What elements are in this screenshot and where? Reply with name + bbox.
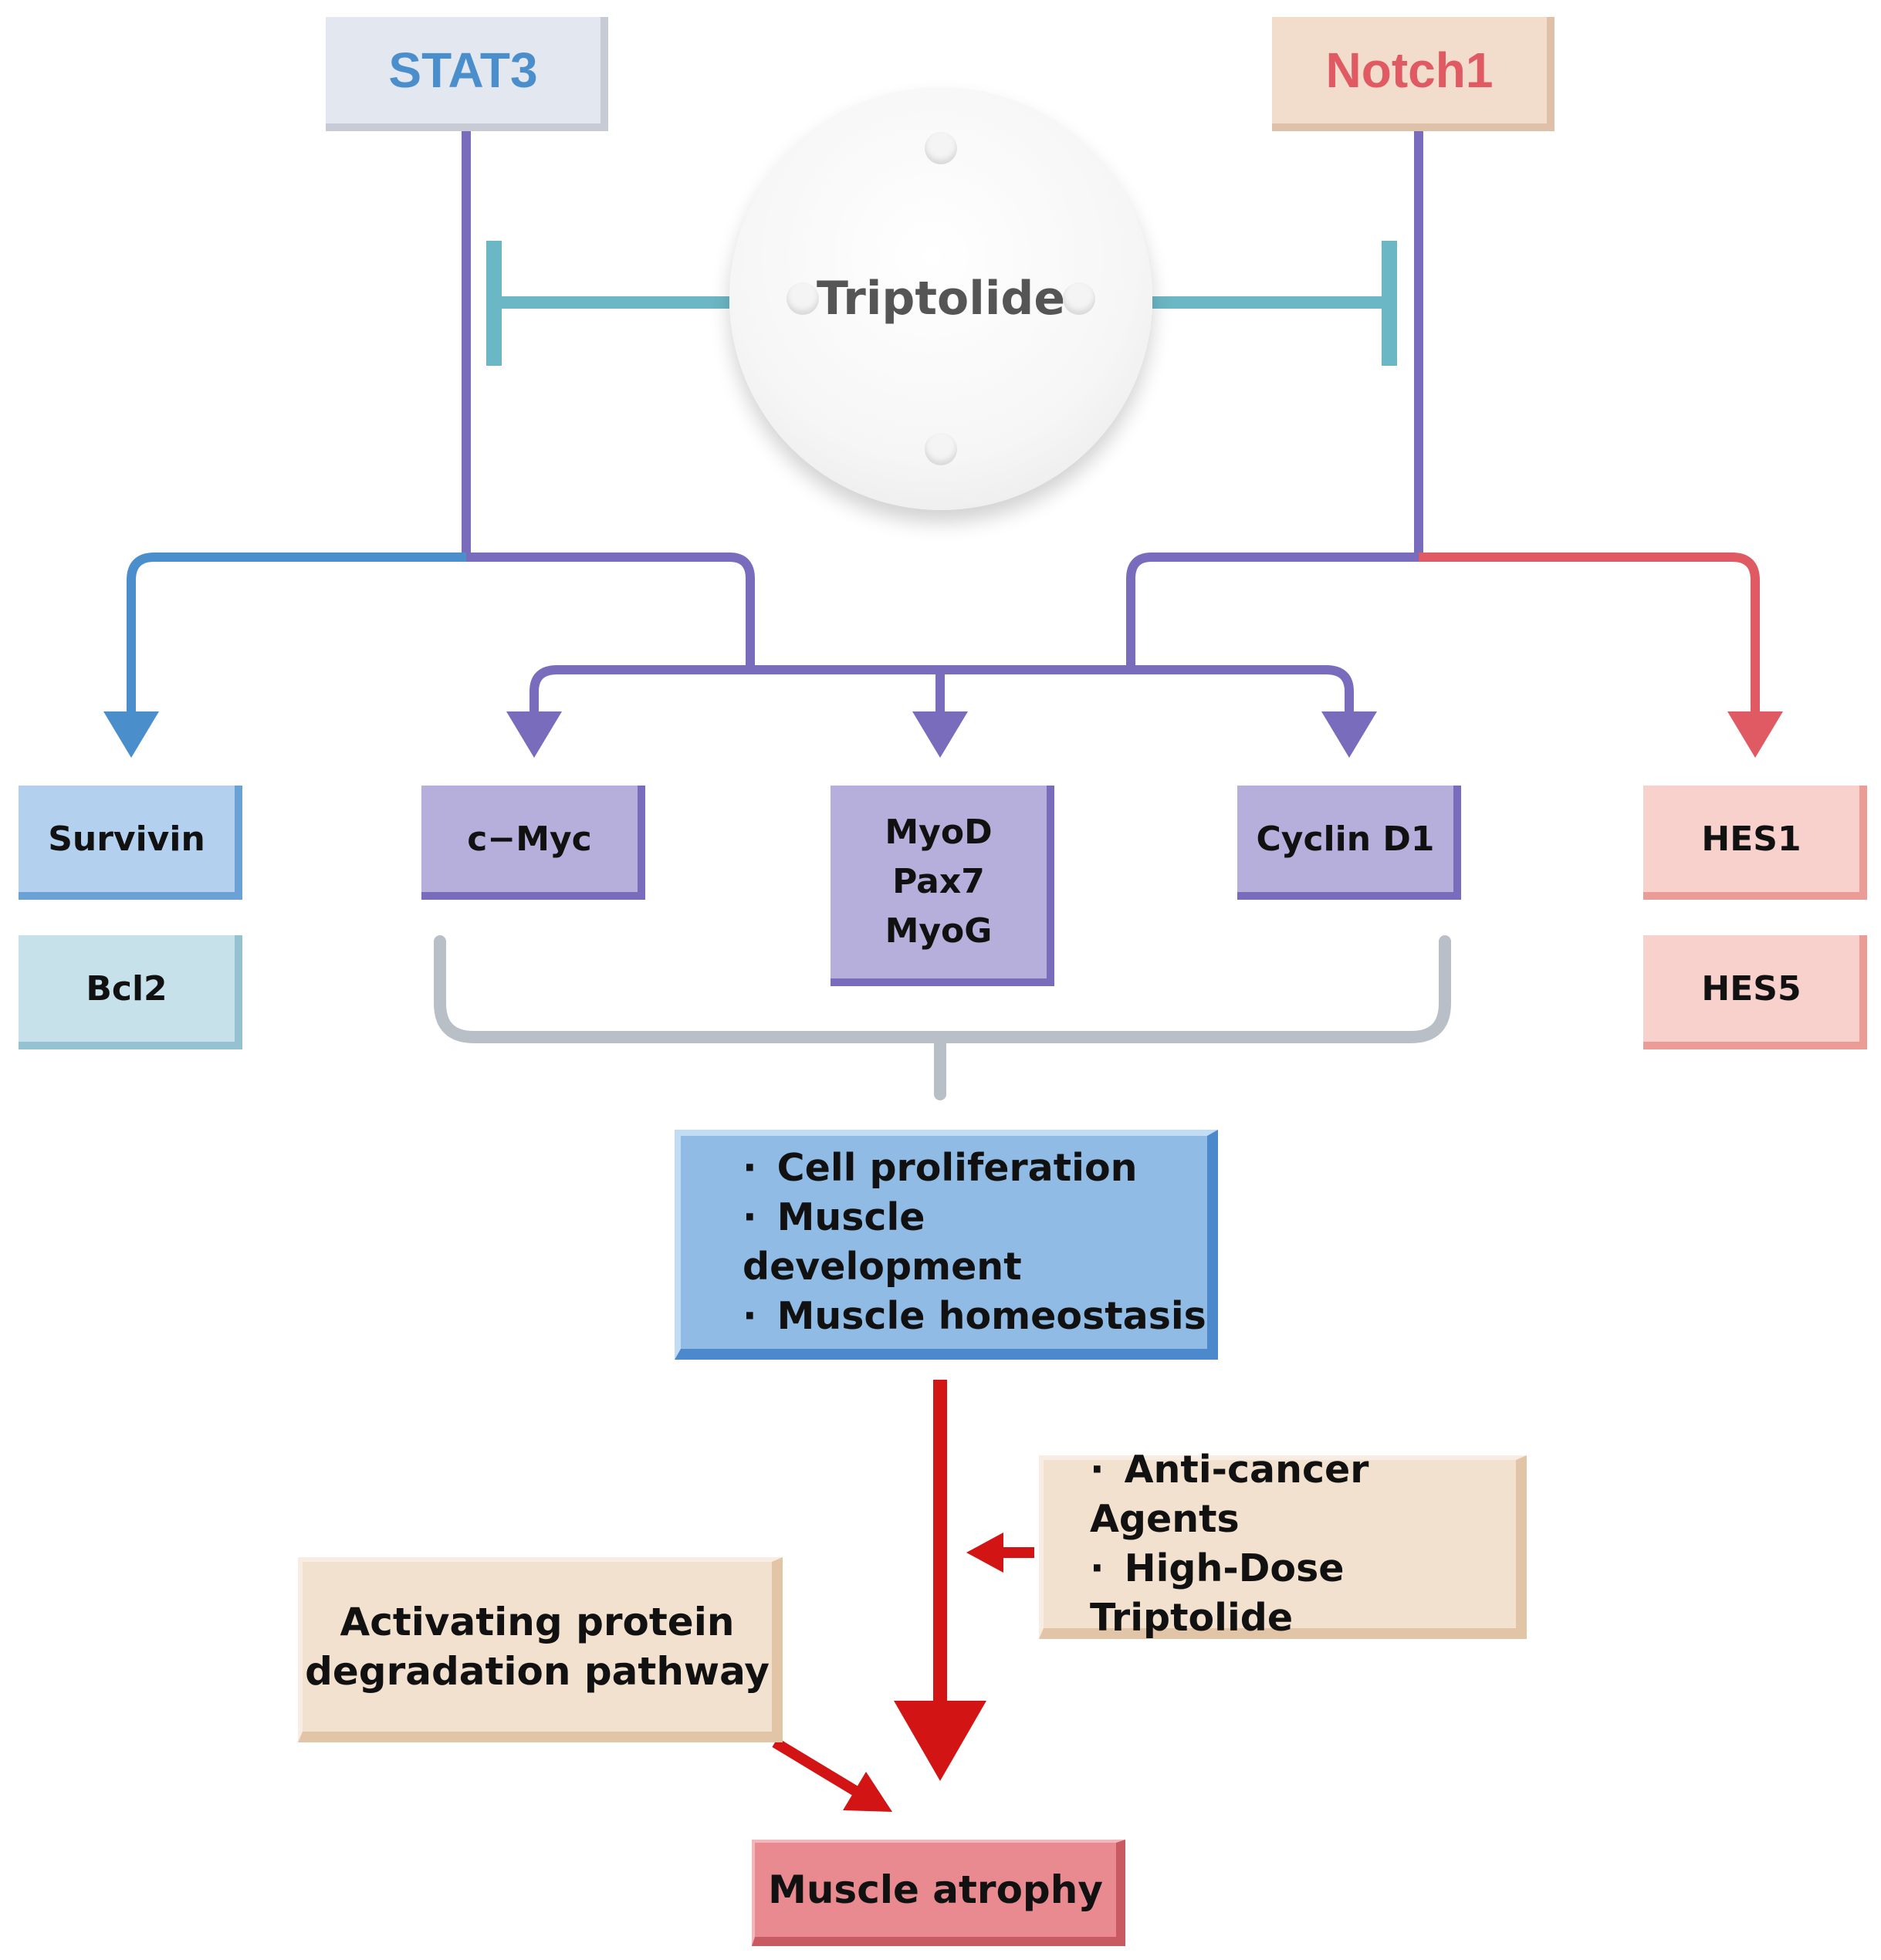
inducer-item: High-Dose Triptolide: [1090, 1544, 1516, 1643]
hes5-node: HES5: [1643, 935, 1867, 1049]
notch1-to-hes1-arrow: [1419, 553, 1760, 725]
pill-dot-right: [1063, 282, 1095, 315]
hes1-node: HES1: [1643, 786, 1867, 900]
outcome-item: Muscle development: [743, 1193, 1207, 1292]
pill-dot-left: [787, 282, 819, 315]
survivin-node: Survivin: [19, 786, 242, 900]
cmyc-arrowhead: [506, 711, 562, 758]
pill-dot-top: [925, 132, 957, 164]
notch1-node: Notch1: [1272, 17, 1555, 131]
notch1-to-shared-bus-line: [1126, 553, 1419, 665]
cyclin-d1-node: Cyclin D1: [1237, 786, 1461, 900]
inducers-list: Anti-cancer Agents High-Dose Triptolide: [1090, 1445, 1516, 1643]
outcome-item: Cell proliferation: [743, 1144, 1207, 1193]
triptolide-pill: Triptolide: [729, 87, 1152, 510]
stat3-node: STAT3: [326, 17, 608, 131]
myod-label: MyoD: [885, 813, 993, 852]
myog-label: MyoG: [885, 911, 993, 951]
myogenic-arrowhead: [912, 711, 968, 758]
bcl2-node: Bcl2: [19, 935, 242, 1049]
inducers-box: Anti-cancer Agents High-Dose Triptolide: [1039, 1448, 1527, 1640]
cyclin-arrowhead: [1321, 711, 1377, 758]
hes1-arrowhead: [1727, 711, 1783, 758]
outcome-item: Muscle homeostasis: [743, 1292, 1207, 1341]
protein-arrow-shaft: [772, 1738, 860, 1796]
pill-dot-bottom: [925, 433, 957, 465]
pax7-label: Pax7: [892, 862, 985, 901]
protein-arrowhead: [843, 1772, 892, 1812]
muscle-atrophy-node: Muscle atrophy: [752, 1840, 1125, 1946]
triptolide-label: Triptolide: [816, 272, 1066, 326]
cmyc-node: c−Myc: [421, 786, 645, 900]
inducer-item: Anti-cancer Agents: [1090, 1445, 1516, 1544]
muscle-function-list: Cell proliferation Muscle development Mu…: [743, 1144, 1207, 1341]
survivin-arrowhead: [103, 711, 159, 758]
atrophy-main-arrowhead: [894, 1701, 986, 1781]
muscle-function-box: Cell proliferation Muscle development Mu…: [675, 1130, 1218, 1360]
stat3-to-survivin-arrow: [127, 553, 466, 725]
stat3-to-shared-bus-line: [466, 553, 755, 665]
inducer-arrowhead: [966, 1533, 1003, 1573]
protein-degradation-box: Activating protein degradation pathway: [298, 1557, 783, 1742]
myogenic-factors-node: MyoD Pax7 MyoG: [831, 786, 1054, 986]
